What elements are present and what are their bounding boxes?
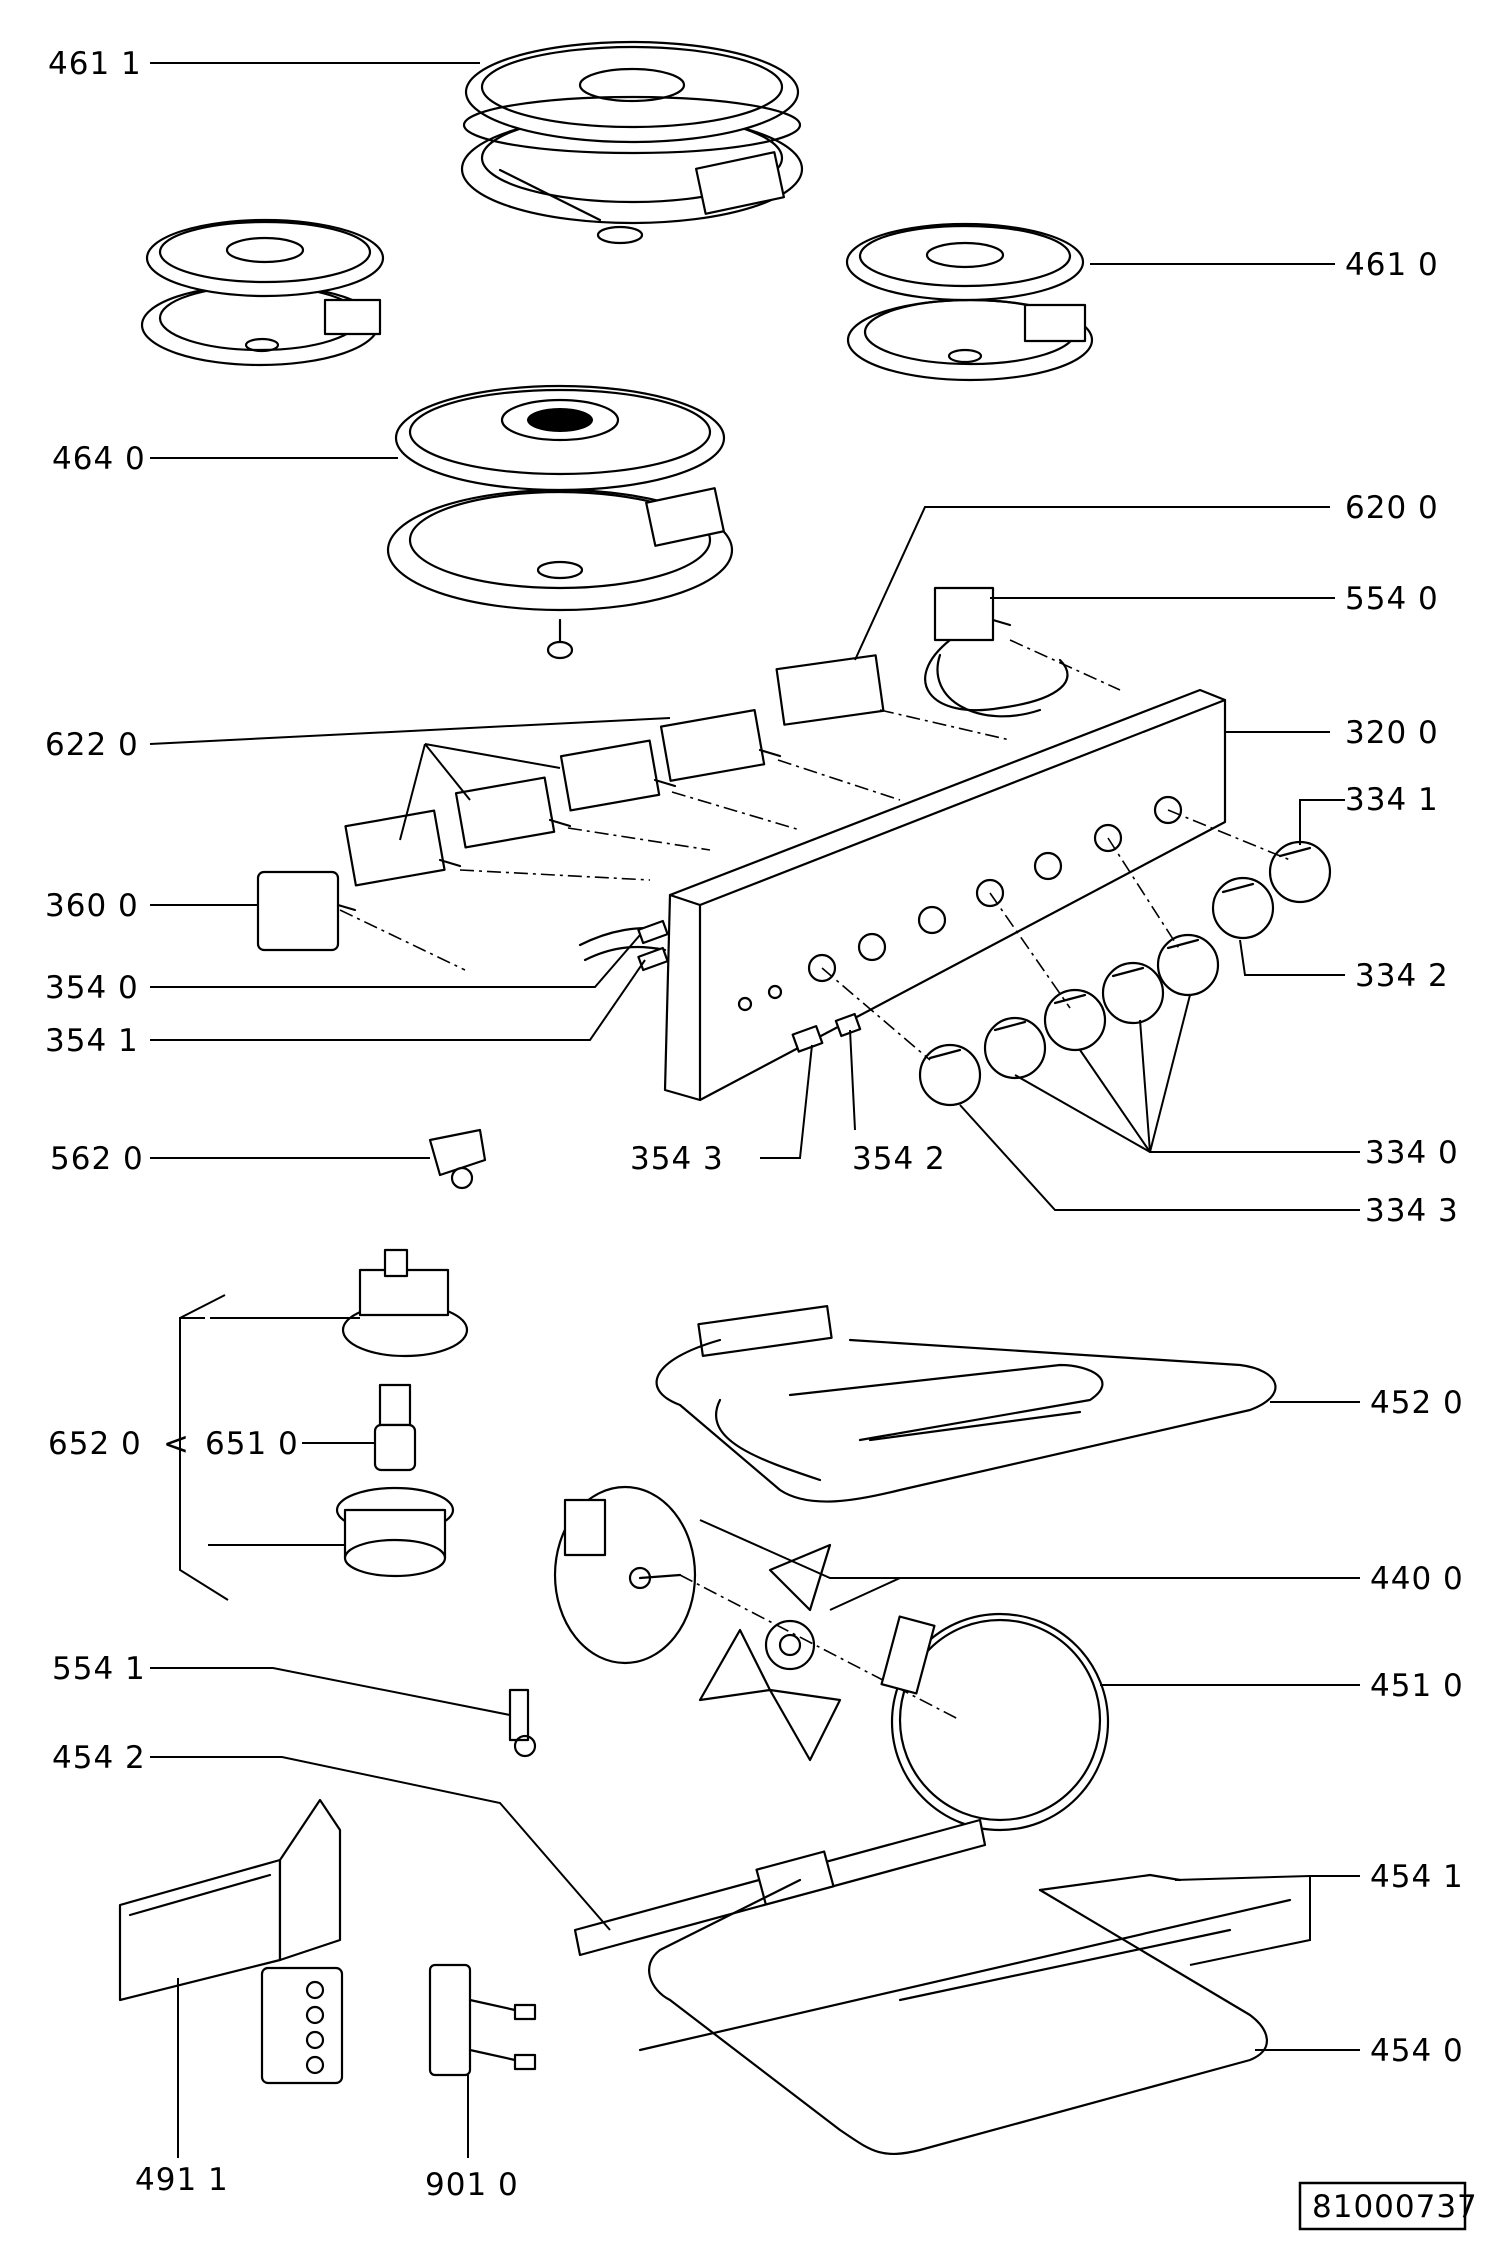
callout-554-1: 554 1 <box>52 1651 146 1687</box>
circular-heating-element[interactable] <box>880 1612 1110 1832</box>
timer-unit[interactable] <box>256 870 357 952</box>
bracket-glyph: < <box>163 1426 190 1462</box>
callout-451-0: 451 0 <box>1370 1668 1464 1704</box>
callout-464-0: 464 0 <box>52 441 146 477</box>
callout-652-0: 652 0 <box>48 1426 142 1462</box>
callout-354-0: 354 0 <box>45 970 139 1006</box>
knob-334-1[interactable] <box>1268 840 1332 904</box>
wiring-bracket[interactable] <box>118 1798 342 2002</box>
callout-620-0: 620 0 <box>1345 490 1439 526</box>
callout-452-0: 452 0 <box>1370 1385 1464 1421</box>
hotplate-medium-center[interactable] <box>386 384 734 660</box>
signal-lamp-3[interactable] <box>791 1024 824 1053</box>
lamp-holder[interactable] <box>341 1248 469 1358</box>
callout-562-0: 562 0 <box>50 1141 144 1177</box>
knob-334-0-b[interactable] <box>1043 988 1107 1052</box>
knob-334-3[interactable] <box>918 1043 982 1107</box>
bottom-heating-element[interactable] <box>638 1873 1292 2155</box>
indicator-light-leads[interactable] <box>578 919 669 972</box>
callout-461-1: 461 1 <box>48 46 142 82</box>
fan-blade[interactable] <box>698 1543 842 1762</box>
callout-354-3: 354 3 <box>630 1141 724 1177</box>
callout-622-0: 622 0 <box>45 727 139 763</box>
sensor-clip[interactable] <box>508 1688 537 1758</box>
callout-334-0: 334 0 <box>1365 1135 1459 1171</box>
knob-334-2[interactable] <box>1211 876 1275 940</box>
callout-354-2: 354 2 <box>852 1141 946 1177</box>
lamp-cover[interactable] <box>335 1486 455 1578</box>
lamp-bulb[interactable] <box>373 1383 417 1472</box>
selector-switch-3[interactable] <box>559 739 677 812</box>
knob-334-0-c[interactable] <box>1101 961 1165 1025</box>
callout-labels: 461 1 461 0 464 0 620 0 554 0 622 0 320 … <box>45 46 1464 2203</box>
diagram-code-box: 81000737 <box>1298 2181 1478 2231</box>
function-switch[interactable] <box>775 654 885 726</box>
fan-motor[interactable] <box>553 1485 697 1665</box>
callout-360-0: 360 0 <box>45 888 139 924</box>
hotplate-small-right[interactable] <box>845 222 1094 382</box>
bottom-heating-element-bracket[interactable] <box>573 1818 987 1957</box>
hotplate-large-top[interactable] <box>460 40 804 245</box>
terminal-block[interactable] <box>260 1966 344 2085</box>
diagram-code: 81000737 <box>1312 2189 1478 2225</box>
callout-651-0: 651 0 <box>205 1426 299 1462</box>
callout-334-2: 334 2 <box>1355 958 1449 994</box>
callout-440-0: 440 0 <box>1370 1561 1464 1597</box>
callout-454-2: 454 2 <box>52 1740 146 1776</box>
leader-lines <box>149 62 1360 2158</box>
thermostat[interactable] <box>924 586 1069 718</box>
selector-switch-2[interactable] <box>454 776 572 849</box>
hotplate-small-left[interactable] <box>140 218 385 367</box>
cable-clip[interactable] <box>428 1128 487 1190</box>
callout-334-3: 334 3 <box>1365 1193 1459 1229</box>
callout-901-0: 901 0 <box>425 2167 519 2203</box>
callout-491-1: 491 1 <box>135 2162 229 2198</box>
callout-461-0: 461 0 <box>1345 247 1439 283</box>
grill-heating-element[interactable] <box>655 1305 1277 1503</box>
callout-554-0: 554 0 <box>1345 581 1439 617</box>
earth-terminal[interactable] <box>428 1963 537 2077</box>
callout-454-1: 454 1 <box>1370 1859 1464 1895</box>
knob-334-0-d[interactable] <box>1156 933 1220 997</box>
callout-354-1: 354 1 <box>45 1023 139 1059</box>
selector-switch-1[interactable] <box>344 809 462 887</box>
callout-334-1: 334 1 <box>1345 782 1439 818</box>
control-panel[interactable] <box>663 688 1227 1102</box>
knob-334-0-a[interactable] <box>983 1016 1047 1080</box>
callout-320-0: 320 0 <box>1345 715 1439 751</box>
selector-switch-4[interactable] <box>659 708 782 782</box>
callout-454-0: 454 0 <box>1370 2033 1464 2069</box>
